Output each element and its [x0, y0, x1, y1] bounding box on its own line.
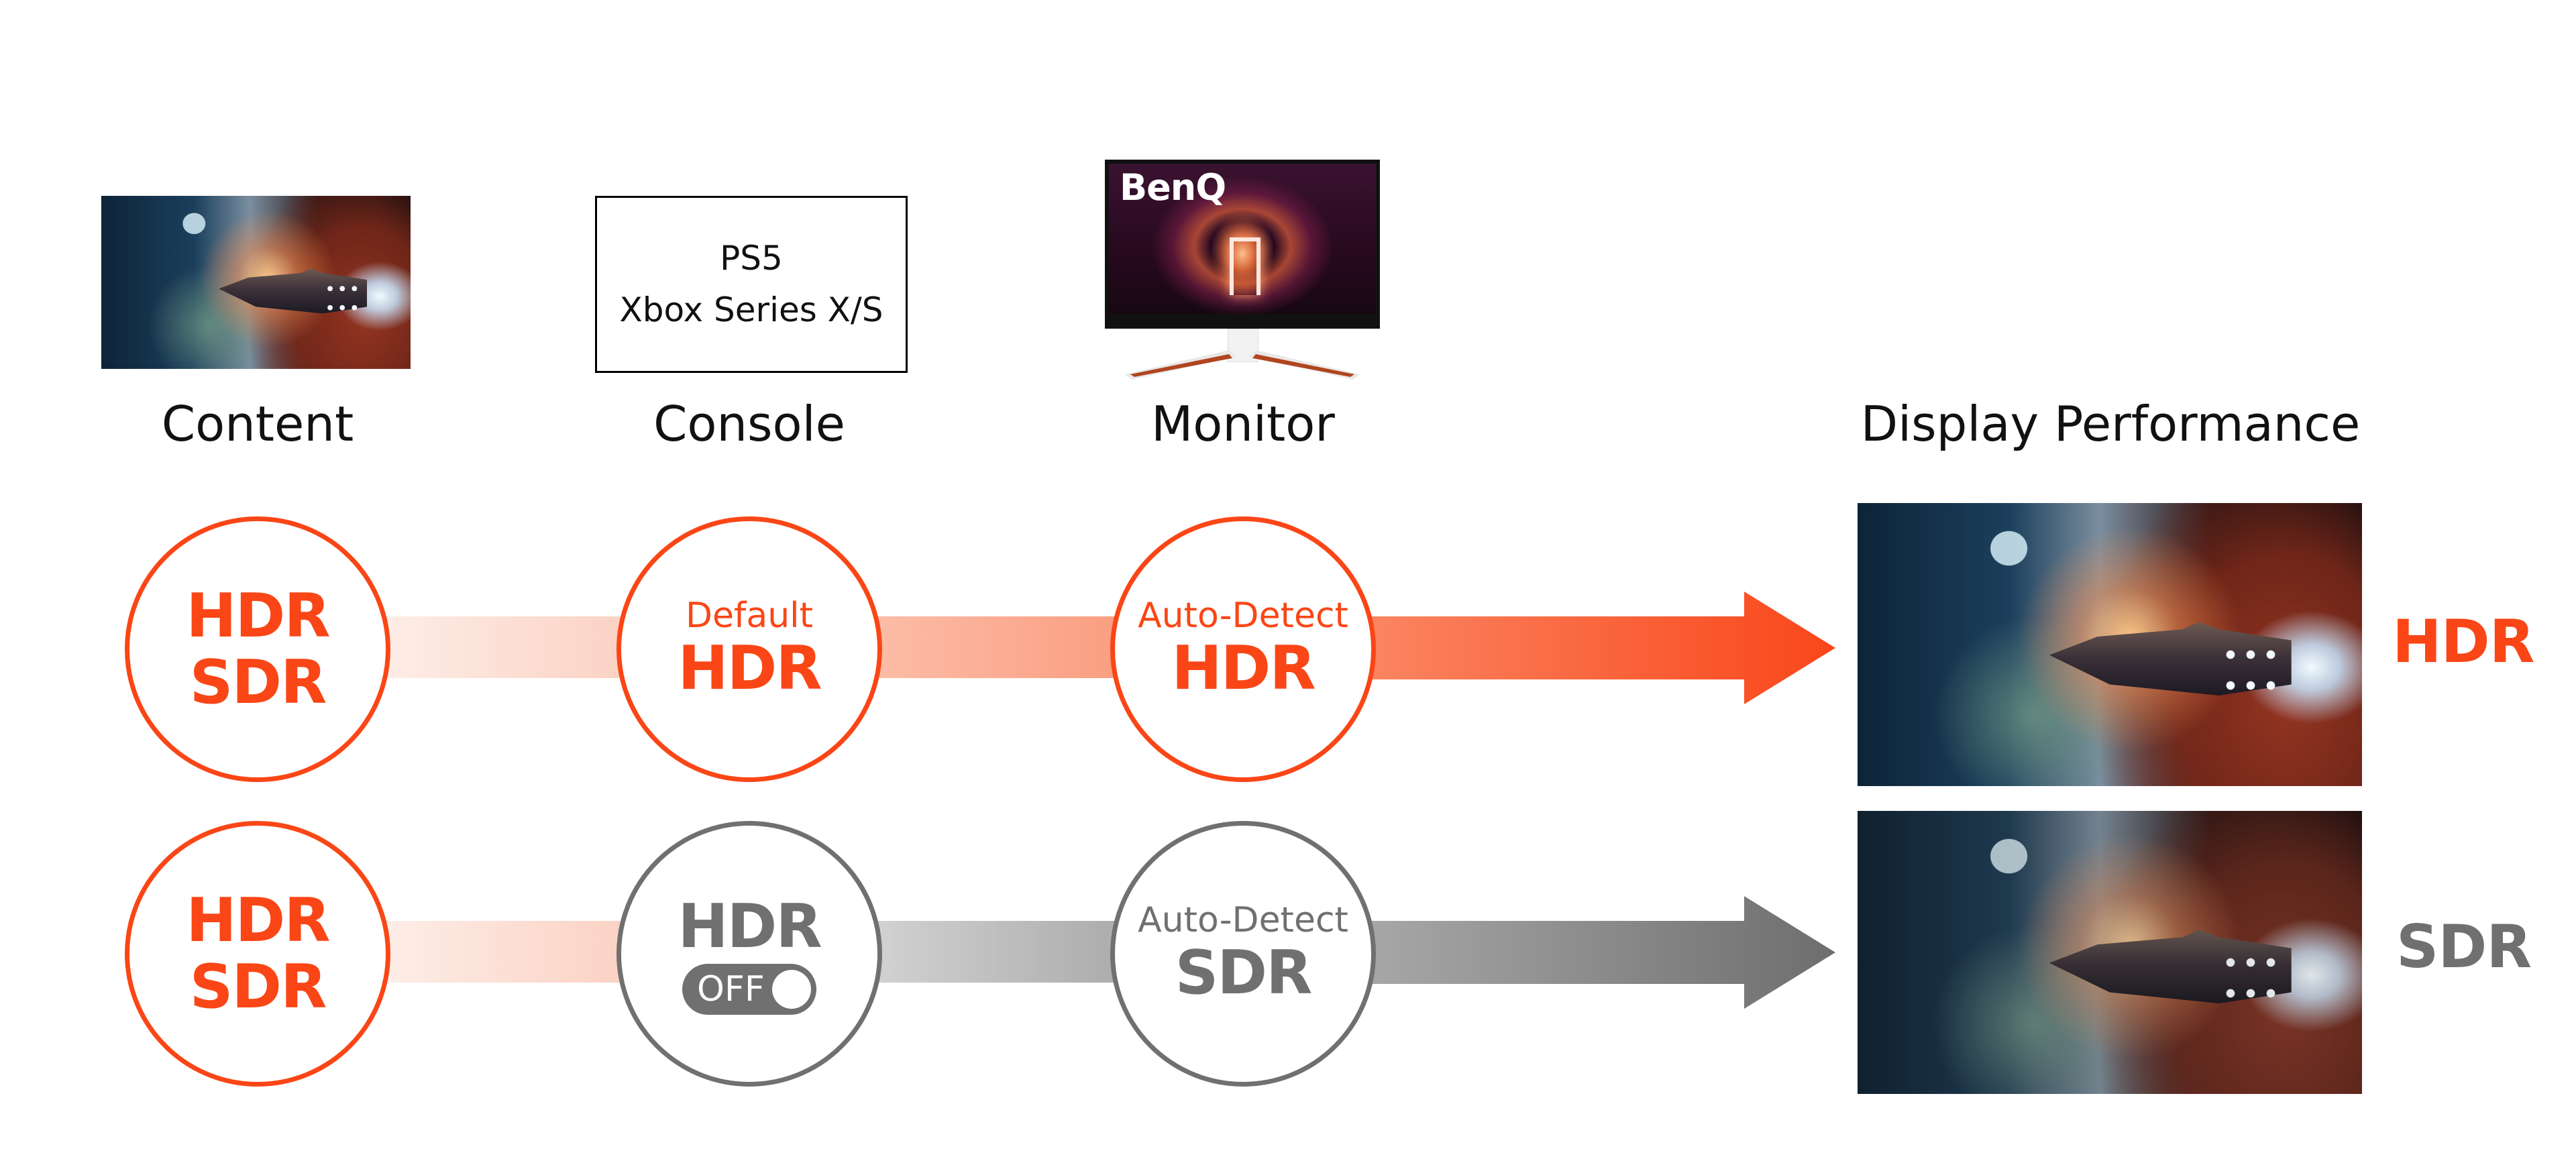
monitor-circle-hdr-row: Auto-Detect HDR — [1110, 516, 1376, 782]
console-hdr-setting-label: HDR — [678, 891, 822, 962]
console-output-hdr: HDR — [678, 633, 822, 704]
console-device-xbox: Xbox Series X/S — [619, 290, 883, 329]
monitor-caption-auto-detect: Auto-Detect — [1138, 595, 1348, 636]
arrow-to-display-sdr — [1362, 896, 1835, 1009]
connector-content-to-console — [382, 921, 624, 983]
content-image — [101, 196, 411, 369]
console-circle-hdr-row: Default HDR — [616, 516, 882, 782]
connector-content-to-console — [382, 616, 624, 678]
display-result-label-sdr: SDR — [2396, 912, 2532, 981]
content-format-hdr: HDR — [186, 581, 330, 651]
hdr-off-toggle: OFF — [682, 963, 816, 1015]
connector-console-to-monitor — [872, 921, 1127, 983]
toggle-state-label: OFF — [697, 969, 765, 1009]
monitor-circle-sdr-row: Auto-Detect SDR — [1110, 821, 1376, 1087]
console-devices-box: PS5 Xbox Series X/S — [595, 196, 908, 373]
monitor-mode-hdr: HDR — [1171, 633, 1316, 704]
content-format-sdr: SDR — [189, 952, 327, 1022]
monitor-stand-base — [1125, 350, 1360, 380]
benq-logo: BenQ — [1120, 166, 1226, 209]
column-label-monitor: Monitor — [1151, 396, 1335, 452]
console-caption-default: Default — [686, 595, 813, 636]
thruster-glow — [2220, 946, 2282, 1009]
content-circle-sdr-row: HDR SDR — [125, 821, 390, 1087]
console-device-ps5: PS5 — [720, 238, 783, 278]
monitor-screen: BenQ — [1105, 160, 1380, 329]
display-result-image-hdr — [1858, 503, 2362, 786]
display-result-image-sdr — [1858, 811, 2362, 1094]
monitor-image: BenQ — [1105, 160, 1380, 381]
arrow-to-display-hdr — [1362, 592, 1835, 704]
monitor-caption-auto-detect: Auto-Detect — [1138, 899, 1348, 940]
connector-console-to-monitor — [872, 616, 1127, 678]
thruster-glow — [2220, 639, 2282, 702]
content-format-sdr: SDR — [189, 647, 327, 718]
display-result-label-hdr: HDR — [2392, 607, 2534, 676]
column-label-console: Console — [653, 396, 845, 452]
thruster-glow — [323, 278, 362, 317]
column-label-content: Content — [161, 396, 354, 452]
column-label-display-performance: Display Performance — [1860, 396, 2361, 452]
toggle-knob — [772, 969, 811, 1009]
arrow-shape — [1362, 896, 1835, 1009]
arrow-shape — [1362, 592, 1835, 704]
content-format-hdr: HDR — [186, 885, 330, 956]
m-logo-glow — [1230, 237, 1260, 295]
content-circle-hdr-row: HDR SDR — [125, 516, 390, 782]
console-circle-sdr-row: HDR OFF — [616, 821, 882, 1087]
monitor-mode-sdr: SDR — [1175, 938, 1313, 1009]
